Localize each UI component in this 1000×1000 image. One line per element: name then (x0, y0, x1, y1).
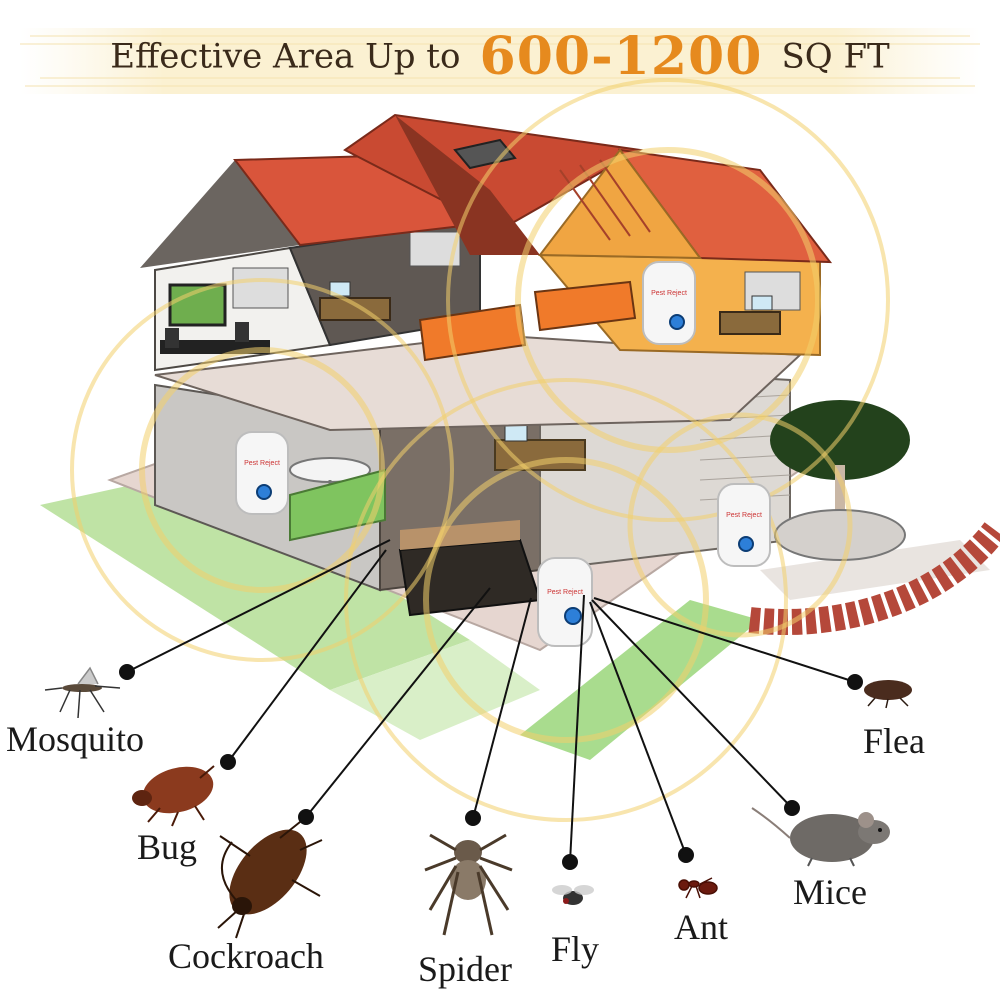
banner-background (20, 28, 980, 94)
svg-text:Pest Reject: Pest Reject (726, 512, 762, 519)
pest-label-mosquito: Mosquito (6, 719, 145, 759)
pest-label-flea: Flea (863, 721, 925, 761)
connector-fly (569, 594, 585, 863)
upper-floor (154, 218, 821, 372)
roof (140, 113, 833, 268)
dot-cockroach (298, 809, 314, 825)
fly-icon (552, 885, 594, 905)
svg-text:Pest Reject: Pest Reject (651, 290, 687, 297)
dot-flea (847, 674, 863, 690)
banner-prefix: Effective Area Up to (110, 36, 461, 77)
banner-suffix: SQ FT (781, 36, 890, 77)
pest-label-spider: Spider (418, 949, 512, 989)
connector-mice (591, 599, 793, 809)
dot-spider (465, 810, 481, 826)
repeller-device-3: Pest Reject (717, 483, 771, 567)
connector-spider (472, 597, 532, 819)
connector-flea (593, 597, 856, 683)
flea-icon (864, 680, 912, 709)
connector-mosquito (126, 539, 391, 673)
banner-headline: Effective Area Up to 600-1200 SQ FT (0, 26, 1000, 87)
pest-label-bug: Bug (137, 827, 198, 867)
connector-lines (119, 539, 863, 870)
connector-bug (227, 549, 387, 763)
pest-label-fly: Fly (551, 929, 600, 969)
connector-ant (589, 601, 687, 856)
cockroach-icon (217, 821, 323, 939)
repeller-device-main: Pest Reject (537, 557, 593, 647)
dot-mosquito (119, 664, 135, 680)
connector-cockroach (305, 587, 491, 818)
garden (748, 400, 1000, 635)
pest-label-cockroach: Cockroach (168, 936, 324, 976)
mouse-icon (751, 807, 890, 867)
banner-range: 600-1200 (479, 26, 763, 87)
pest-label-mice: Mice (793, 872, 867, 912)
repeller-device-1: Pest Reject (235, 431, 289, 515)
bug-icon (132, 765, 215, 827)
spider-icon (424, 833, 513, 936)
repeller-device-2: Pest Reject (642, 261, 696, 345)
dot-mice (784, 800, 800, 816)
dot-bug (220, 754, 236, 770)
dot-fly (562, 854, 578, 870)
dot-ant (678, 847, 694, 863)
svg-text:Pest Reject: Pest Reject (547, 589, 583, 596)
mosquito-icon (44, 666, 121, 719)
svg-text:Pest Reject: Pest Reject (244, 460, 280, 467)
ant-icon (678, 877, 718, 899)
sonic-waves (70, 78, 890, 822)
pest-label-ant: Ant (674, 907, 728, 947)
